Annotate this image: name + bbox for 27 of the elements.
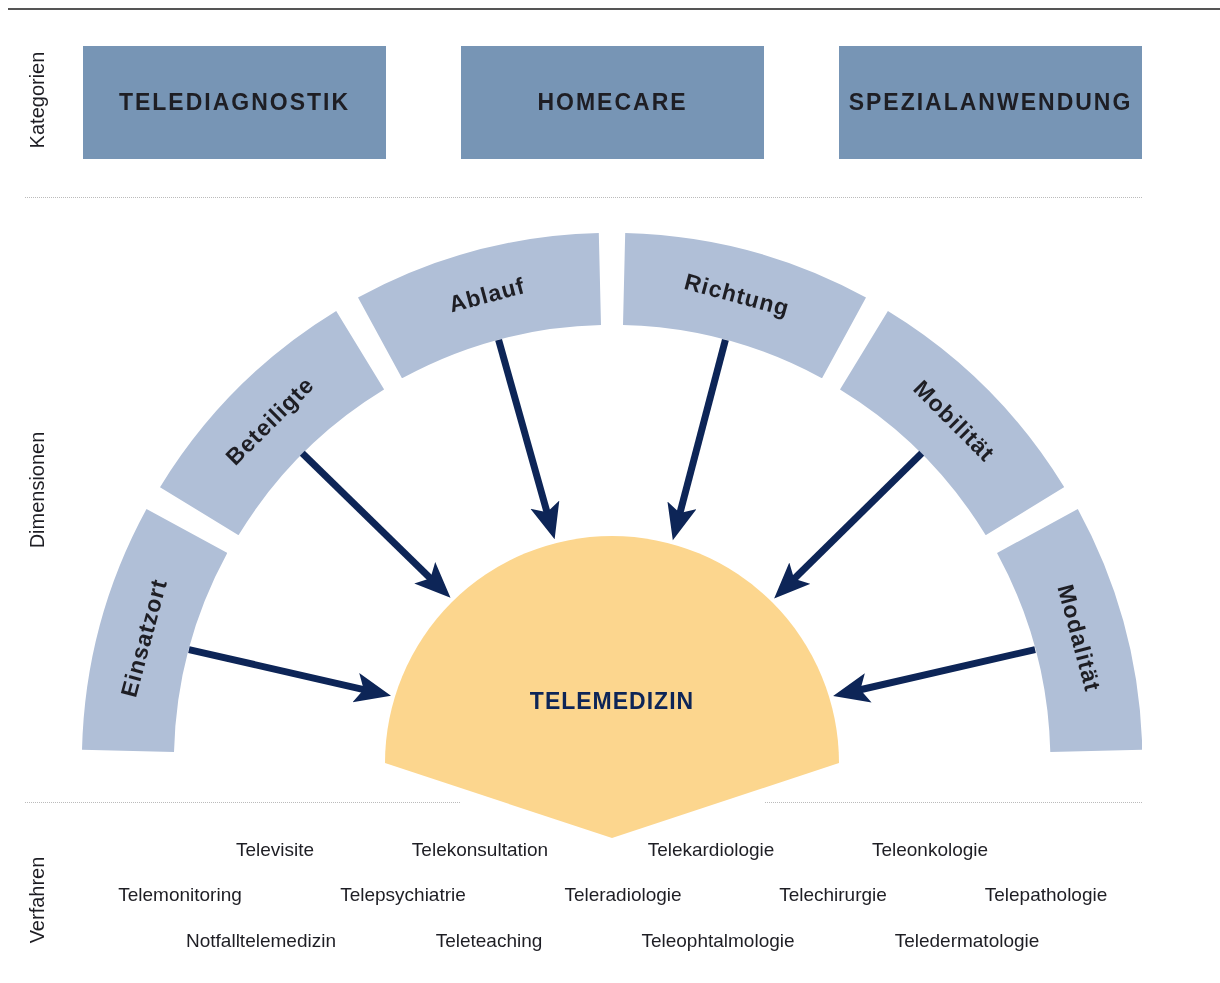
procedure-label: Teleradiologie xyxy=(564,882,682,907)
center-label: TELEMEDIZIN xyxy=(529,687,695,716)
procedure-label: Telechirurgie xyxy=(779,882,887,907)
procedure-label: Telekonsultation xyxy=(411,837,549,862)
procedure-label: Teleophtalmologie xyxy=(641,928,795,953)
procedure-label: Telekardiologie xyxy=(647,837,775,862)
procedure-label: Teleonkologie xyxy=(871,837,989,862)
procedure-label: Telepathologie xyxy=(984,882,1108,907)
procedure-label: Notfalltelemedizin xyxy=(186,928,336,953)
arrow xyxy=(774,450,925,599)
arrow xyxy=(495,338,560,540)
procedure-label: Telepsychiatrie xyxy=(340,882,466,907)
arrow xyxy=(833,646,1036,703)
procedure-label: Teleteaching xyxy=(435,928,543,953)
procedure-label: Televisite xyxy=(235,837,315,862)
row-label: Verfahren xyxy=(25,856,49,944)
procedure-label: Teledermatologie xyxy=(894,928,1040,953)
arrow xyxy=(299,450,451,598)
category-box: SPEZIALANWENDUNG xyxy=(839,46,1142,159)
row-label: Kategorien xyxy=(25,51,49,149)
arrow xyxy=(188,646,391,703)
category-box: TELEDIAGNOSTIK xyxy=(83,46,386,159)
category-box: HOMECARE xyxy=(461,46,764,159)
procedure-label: Telemonitoring xyxy=(118,882,242,907)
row-label: Dimensionen xyxy=(25,431,49,549)
arrow xyxy=(667,339,729,541)
dimension-label: Ablauf xyxy=(444,271,529,320)
